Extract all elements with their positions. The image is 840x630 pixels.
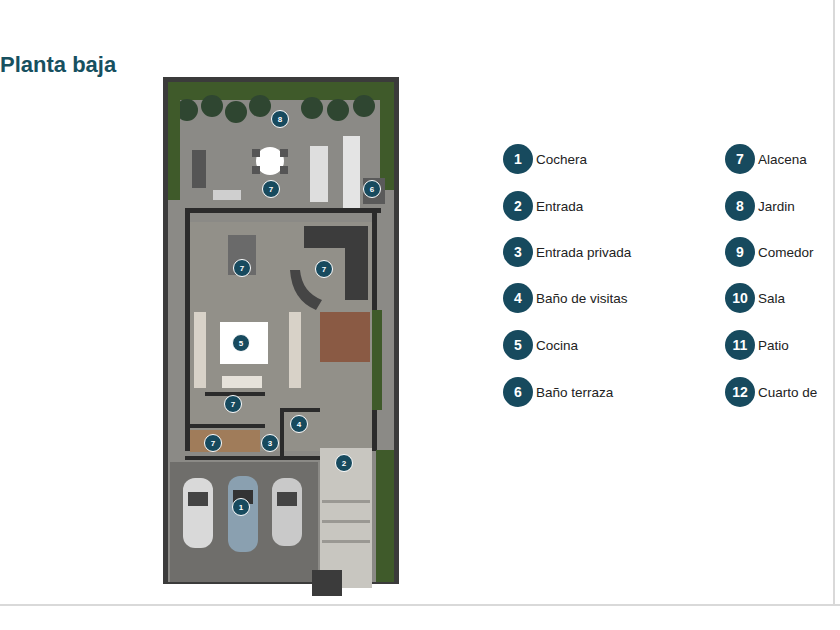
callout-node: 7 xyxy=(204,434,222,452)
frame-line xyxy=(0,604,840,606)
legend-entry: 6Baño terraza xyxy=(503,377,613,407)
side-grass xyxy=(376,450,394,582)
gate xyxy=(312,570,342,596)
sink xyxy=(222,376,262,388)
bar xyxy=(310,146,328,202)
room-name: Entrada privada xyxy=(536,245,631,260)
legend-entry: 3Entrada privada xyxy=(503,237,631,267)
wall xyxy=(185,213,190,451)
callout-number: 12 xyxy=(725,377,755,407)
callout-number: 3 xyxy=(261,434,279,452)
callout-number: 5 xyxy=(503,330,533,360)
callout-number: 2 xyxy=(335,454,353,472)
room-name: Cocina xyxy=(536,338,578,353)
callout-number: 1 xyxy=(232,498,250,516)
legend-entry: 1Cochera xyxy=(503,144,587,174)
callout-number: 1 xyxy=(503,144,533,174)
callout-number: 7 xyxy=(204,434,222,452)
sofa xyxy=(290,270,322,310)
room-name: Cuarto de xyxy=(758,385,817,400)
room-name: Jardin xyxy=(758,199,795,214)
callout-node: 2 xyxy=(335,454,353,472)
callout-number: 3 xyxy=(503,237,533,267)
legend-entry: 12Cuarto de xyxy=(725,377,817,407)
title: Planta baja xyxy=(0,52,116,78)
bath xyxy=(363,178,385,204)
entry-path xyxy=(320,448,372,588)
callout-number: 8 xyxy=(271,110,289,128)
counter xyxy=(343,136,360,212)
legend-entry: 7Alacena xyxy=(725,144,807,174)
callout-node: 7 xyxy=(262,180,280,198)
legend-entry: 4Baño de visitas xyxy=(503,283,628,313)
legend-entry: 2Entrada xyxy=(503,191,583,221)
counter xyxy=(289,312,301,388)
cars xyxy=(183,476,302,552)
callout-number: 7 xyxy=(224,395,242,413)
callout-number: 11 xyxy=(725,330,755,360)
step xyxy=(322,520,370,523)
wall xyxy=(280,408,320,412)
pantry xyxy=(190,430,260,452)
callout-node: 4 xyxy=(290,415,308,433)
room-name: Cochera xyxy=(536,152,587,167)
legend-entry: 10Sala xyxy=(725,283,785,313)
bench xyxy=(213,190,241,200)
side-grass xyxy=(372,310,382,410)
room-name: Patio xyxy=(758,338,789,353)
callout-number: 7 xyxy=(725,144,755,174)
wall xyxy=(185,208,381,213)
side-grass xyxy=(380,100,394,190)
sofa xyxy=(304,226,368,300)
callout-node: 7 xyxy=(315,260,333,278)
callout-number: 4 xyxy=(503,283,533,313)
legend-entry: 5Cocina xyxy=(503,330,578,360)
counter xyxy=(194,312,206,388)
callout-number: 6 xyxy=(503,377,533,407)
step xyxy=(322,500,370,503)
callout-number: 4 xyxy=(290,415,308,433)
callout-number: 2 xyxy=(503,191,533,221)
grill xyxy=(192,150,206,188)
callout-node: 7 xyxy=(233,259,251,277)
room-name: Alacena xyxy=(758,152,807,167)
callout-node: 5 xyxy=(232,334,250,352)
island xyxy=(220,322,268,364)
callout-node: 8 xyxy=(271,110,289,128)
legend-entry: 9Comedor xyxy=(725,237,814,267)
wall xyxy=(185,424,265,428)
room-name: Baño de visitas xyxy=(536,291,628,306)
callout-number: 10 xyxy=(725,283,755,313)
callout-number: 8 xyxy=(725,191,755,221)
callout-number: 6 xyxy=(363,180,381,198)
room-name: Comedor xyxy=(758,245,814,260)
stairs xyxy=(320,312,370,362)
legend-entry: 11Patio xyxy=(725,330,789,360)
callout-number: 5 xyxy=(232,334,250,352)
frame-line xyxy=(833,0,835,604)
callout-node: 1 xyxy=(232,498,250,516)
callout-number: 7 xyxy=(315,260,333,278)
wall xyxy=(280,408,284,458)
dining-set xyxy=(252,147,288,175)
callout-number: 9 xyxy=(725,237,755,267)
room-name: Baño terraza xyxy=(536,385,613,400)
callout-node: 3 xyxy=(261,434,279,452)
wall xyxy=(185,456,325,460)
garage-floor xyxy=(170,462,318,582)
step xyxy=(322,540,370,543)
callout-node: 7 xyxy=(224,395,242,413)
room-name: Entrada xyxy=(536,199,583,214)
legend-entry: 8Jardin xyxy=(725,191,795,221)
callout-node: 6 xyxy=(363,180,381,198)
callout-number: 7 xyxy=(262,180,280,198)
callout-number: 7 xyxy=(233,259,251,277)
side-grass xyxy=(168,100,180,200)
room-name: Sala xyxy=(758,291,785,306)
